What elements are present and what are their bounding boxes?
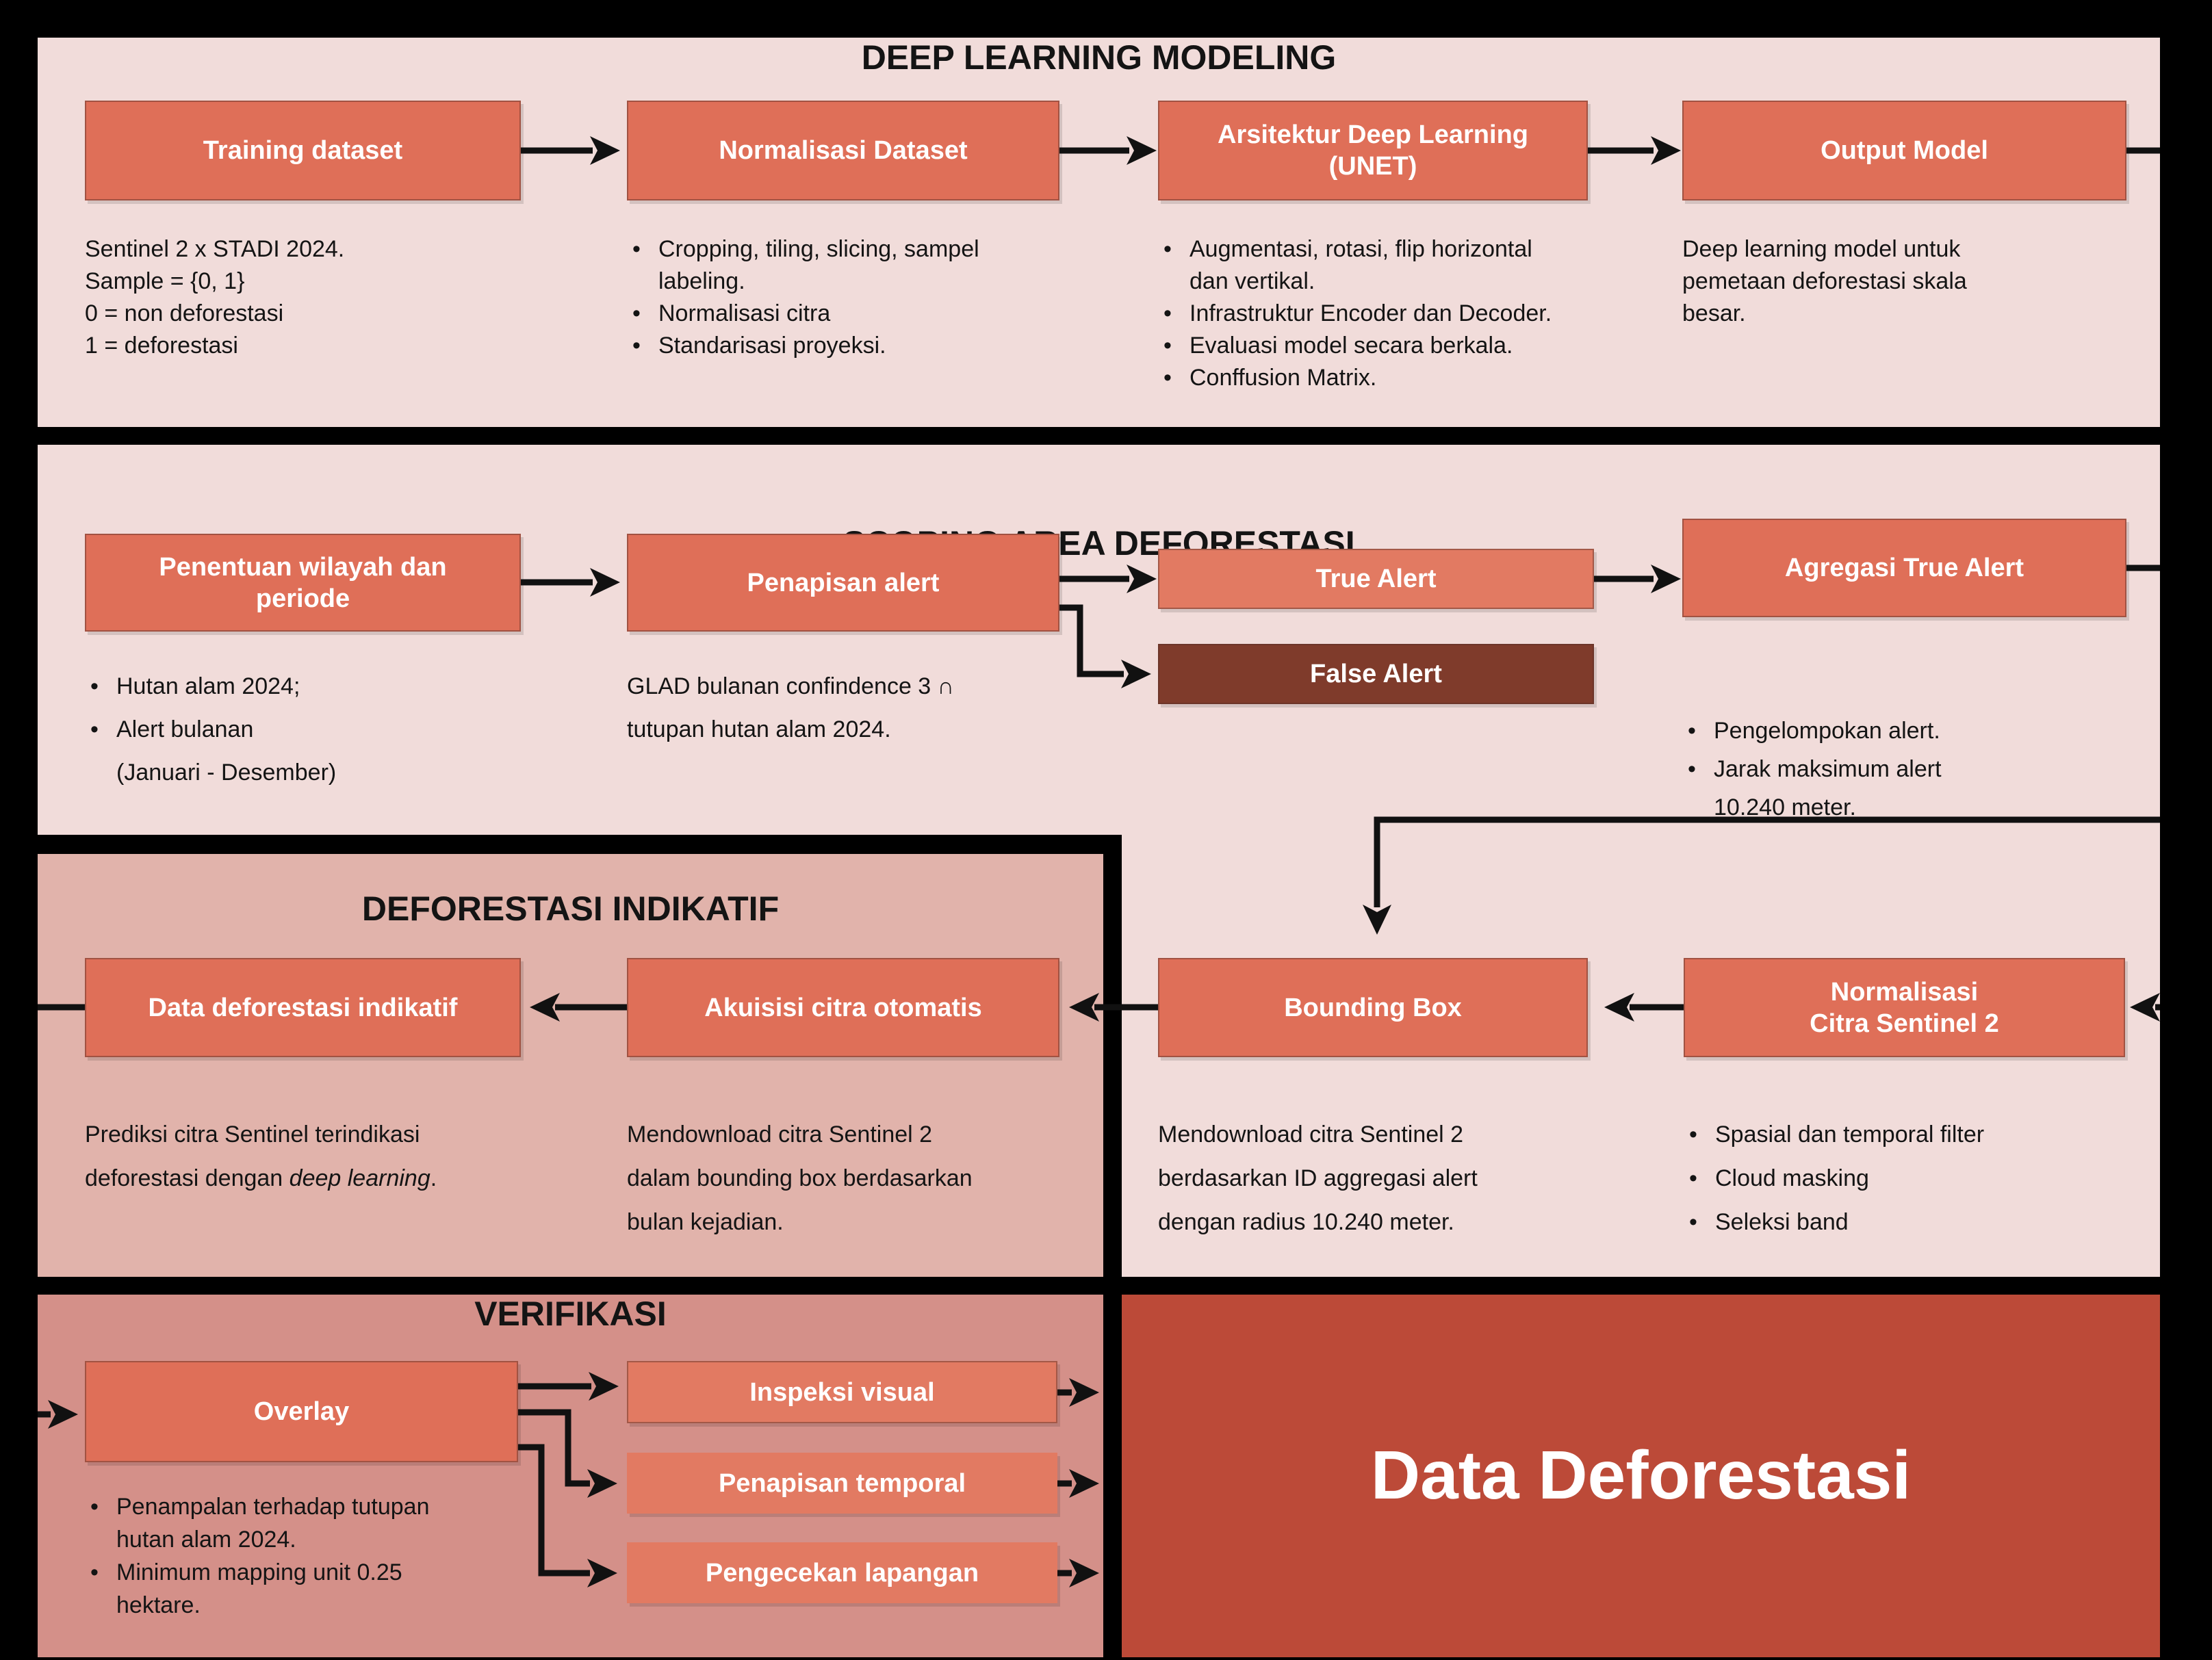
node-data-deforestasi-indikatif: Data deforestasi indikatif [85,958,521,1057]
node-bounding-box: Bounding Box [1158,958,1588,1057]
node-label: True Alert [1315,565,1437,593]
list-item: Evaluasi model secara berkala. [1158,330,1552,362]
node-label: Arsitektur Deep Learning(UNET) [1218,120,1528,181]
node-penapisan-temporal: Penapisan temporal [627,1453,1057,1514]
panel-deep-learning-modeling [38,38,2160,427]
node-overlay: Overlay [85,1361,518,1462]
list-item: Hutan alam 2024; [85,665,336,708]
node-true-alert: True Alert [1158,549,1594,609]
note-normalisasi-dataset: Cropping, tiling, slicing, sampellabelin… [627,233,979,362]
list-item: Cropping, tiling, slicing, sampellabelin… [627,233,979,298]
node-label: Penapisan temporal [718,1468,966,1498]
node-penapisan-alert: Penapisan alert [627,534,1059,632]
list-item: Conffusion Matrix. [1158,362,1552,394]
panel-data-deforestasi [1122,1295,2160,1657]
node-label: Bounding Box [1284,993,1462,1022]
list-item: Seleksi band [1684,1200,1984,1244]
list-item: Infrastruktur Encoder dan Decoder. [1158,298,1552,330]
node-label: Overlay [253,1397,350,1426]
node-label: Output Model [1821,136,1988,165]
note-penentuan: Hutan alam 2024;Alert bulanan(Januari - … [85,665,336,794]
note-agregasi: Pengelompokan alert.Jarak maksimum alert… [1682,712,1942,827]
list-item: Standarisasi proyeksi. [627,330,979,362]
node-label: Agregasi True Alert [1784,554,2024,582]
section-title-deforestasi-indikatif: DEFORESTASI INDIKATIF [361,890,780,928]
node-training-dataset: Training dataset [85,101,521,200]
note-penapisan-alert: GLAD bulanan confindence 3 ∩tutupan huta… [627,673,955,742]
node-label: Pengecekan lapangan [705,1558,979,1587]
node-normalisasi-dataset: Normalisasi Dataset [627,101,1059,200]
list-item: Pengelompokan alert. [1682,712,1942,750]
node-label: Normalisasi Dataset [719,136,968,165]
list-item: Alert bulanan(Januari - Desember) [85,708,336,794]
node-label: Training dataset [203,136,403,165]
node-label: Akuisisi citra otomatis [704,993,982,1022]
section-title-deep-learning-modeling: DEEP LEARNING MODELING [861,38,1337,77]
list-item: Normalisasi citra [627,298,979,330]
list-item: Spasial dan temporal filter [1684,1113,1984,1156]
node-inspeksi-visual: Inspeksi visual [627,1361,1057,1423]
node-label: False Alert [1310,660,1442,688]
node-akuisisi-citra-otomatis: Akuisisi citra otomatis [627,958,1059,1057]
list-item: Cloud masking [1684,1156,1984,1200]
node-label: Data deforestasi indikatif [148,993,458,1022]
node-label: Inspeksi visual [749,1377,935,1407]
node-false-alert: False Alert [1158,644,1594,704]
note-training-dataset: Sentinel 2 x STADI 2024.Sample = {0, 1}0… [85,236,345,359]
section-title-verifikasi: VERIFIKASI [474,1295,667,1333]
node-output-model: Output Model [1682,101,2126,200]
node-pengecekan-lapangan: Pengecekan lapangan [627,1542,1057,1603]
node-agregasi-true-alert: Agregasi True Alert [1682,519,2126,617]
note-normalisasi-citra: Spasial dan temporal filterCloud masking… [1684,1113,1984,1244]
node-label: Penapisan alert [747,568,940,597]
panel-deforestasi-indikatif [38,854,1103,1277]
data-deforestasi-title: Data Deforestasi [1370,1437,1912,1514]
node-arsitektur-deep-learning: Arsitektur Deep Learning(UNET) [1158,101,1588,200]
